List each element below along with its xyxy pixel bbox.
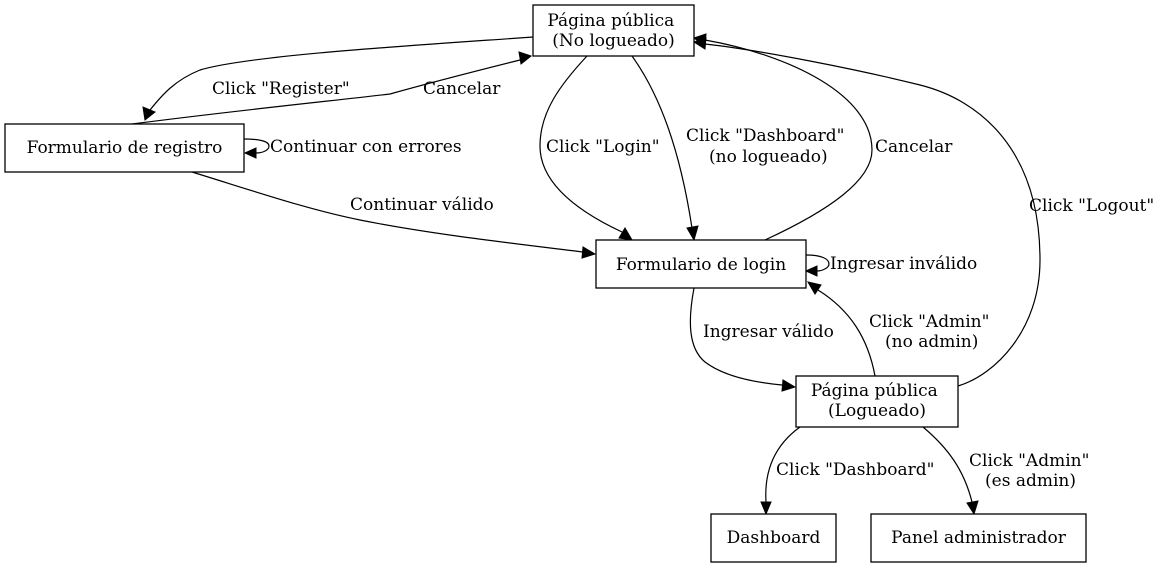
arrowhead: [243, 147, 257, 159]
arrowhead: [781, 379, 797, 392]
edge-label-click-dashboard: Click "Dashboard": [776, 460, 934, 480]
node-label-line2: (Logueado): [828, 401, 926, 421]
edge-line: [539, 55, 623, 233]
edge-label-cancel-login: Cancelar: [875, 137, 953, 157]
node-admin-panel: Panel administrador: [870, 513, 1087, 563]
arrowhead: [760, 501, 772, 516]
edge-click-admin-not-admin: Click "Admin" (no admin): [806, 281, 995, 377]
edge-line: [704, 43, 1041, 387]
node-public-page-logged-in: Página pública (Logueado): [795, 375, 959, 428]
node-box: [795, 375, 959, 428]
arrowhead: [618, 227, 633, 241]
node-label: Formulario de registro: [27, 138, 223, 158]
edge-label-continue-with-errors: Continuar con errores: [270, 137, 462, 157]
edge-valid-login: Ingresar válido: [689, 287, 834, 392]
edge-label-line2: (es admin): [985, 471, 1076, 491]
edge-click-login: Click "Login": [539, 55, 660, 241]
node-box: [710, 513, 837, 563]
node-box: [4, 123, 245, 173]
node-label: Página pública (No logueado): [547, 11, 679, 51]
edge-continue-valid: Continuar válido: [191, 171, 597, 259]
edge-label-click-dashboard-not-logged: Click "Dashboard" (no logueado): [686, 126, 850, 167]
edge-invalid-login: Ingresar inválido: [804, 254, 977, 277]
edge-label-click-admin-is-admin: Click "Admin" (es admin): [969, 451, 1095, 491]
edge-label-click-register: Click "Register": [212, 79, 350, 99]
edge-click-logout: Click "Logout": [692, 37, 1154, 387]
edge-continue-with-errors: Continuar con errores: [243, 137, 462, 159]
edge-click-dashboard: Click "Dashboard": [760, 426, 934, 516]
node-label-line2: (No logueado): [552, 31, 675, 51]
edge-line: [704, 39, 873, 241]
edge-label-line1: Click "Admin": [869, 312, 989, 332]
edge-label-line2: (no admin): [885, 332, 978, 352]
edge-line: [149, 36, 534, 111]
arrowhead: [686, 225, 699, 242]
edge-line: [817, 289, 876, 377]
node-dashboard: Dashboard: [710, 513, 837, 563]
arrowhead: [142, 106, 156, 121]
node-public-page-logged-out: Página pública (No logueado): [532, 4, 695, 57]
edge-line: [631, 55, 693, 229]
arrowhead: [518, 51, 533, 65]
edge-label-line1: Click "Admin": [969, 451, 1089, 471]
edge-label-valid-login: Ingresar válido: [703, 322, 834, 342]
edge-line: [765, 426, 801, 503]
node-label-line1: Página pública: [811, 381, 938, 401]
node-label-line1: Página pública: [547, 11, 674, 31]
arrowhead: [806, 281, 822, 295]
edge-label-click-admin-not-admin: Click "Admin" (no admin): [869, 312, 995, 352]
edge-line: [191, 171, 584, 253]
edge-label-continue-valid: Continuar válido: [350, 195, 494, 215]
edge-line: [243, 138, 270, 154]
edge-cancel-registration: Cancelar: [131, 51, 533, 125]
edge-label-click-login: Click "Login": [546, 137, 660, 157]
edge-line: [131, 59, 521, 125]
edge-label-line1: Click "Dashboard": [686, 126, 844, 146]
node-label: Dashboard: [727, 528, 821, 548]
edge-line: [689, 287, 783, 386]
node-box: [595, 239, 807, 289]
edge-line: [805, 254, 830, 272]
node-label: Página pública (Logueado): [811, 381, 943, 421]
edge-click-register: Click "Register": [142, 36, 534, 121]
edge-line: [922, 426, 973, 503]
arrowhead: [692, 37, 707, 50]
node-label: Panel administrador: [891, 528, 1067, 548]
node-registration-form: Formulario de registro: [4, 123, 245, 173]
node-label: Formulario de login: [616, 255, 786, 275]
edge-click-admin-is-admin: Click "Admin" (es admin): [922, 426, 1095, 516]
node-box: [532, 4, 695, 57]
edge-label-line2: (no logueado): [709, 147, 828, 167]
node-box: [870, 513, 1087, 563]
node-login-form: Formulario de login: [595, 239, 807, 289]
arrowhead: [804, 265, 818, 277]
edge-label-click-logout: Click "Logout": [1029, 196, 1154, 216]
arrowhead: [581, 246, 597, 259]
edge-label-cancel-registration: Cancelar: [423, 79, 501, 99]
arrowhead: [966, 500, 979, 516]
edge-click-dashboard-not-logged: Click "Dashboard" (no logueado): [631, 55, 850, 242]
edge-label-invalid-login: Ingresar inválido: [830, 254, 977, 274]
